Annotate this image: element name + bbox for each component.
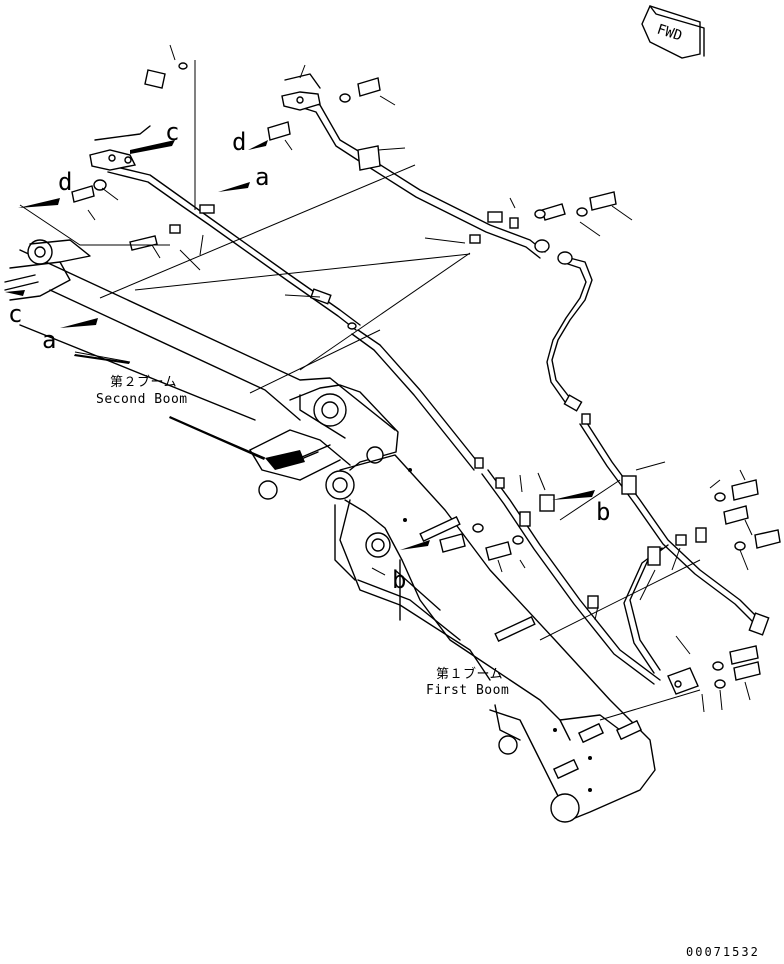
first-boom-label-jp: 第１ブーム <box>436 666 503 682</box>
fwd-label: FWD <box>655 22 684 45</box>
callout-c-left: c <box>8 300 22 328</box>
center-pipe <box>351 329 661 685</box>
right-lower-pipe <box>579 413 781 695</box>
first-boom <box>249 429 656 823</box>
first-boom-clamps <box>419 515 643 780</box>
callout-b-right: b <box>596 498 610 526</box>
fwd-marker: FWD <box>641 5 705 59</box>
first-boom-label-en: First Boom <box>426 683 509 698</box>
second-boom-label-en: Second Boom <box>96 392 188 407</box>
second-boom-leader-bar <box>74 354 130 364</box>
callout-arrows <box>5 140 595 550</box>
callout-d-left: d <box>58 168 72 196</box>
right-pipe-line <box>267 73 617 259</box>
callout-d-upper: d <box>232 128 246 156</box>
document-number: 00071532 <box>686 945 760 959</box>
second-boom-label-jp: 第２ブーム <box>110 374 177 390</box>
callout-a-upper: a <box>255 163 269 191</box>
flexible-hose <box>546 251 593 412</box>
first-boom-leader-bar <box>169 416 265 460</box>
callout-c-upper: c <box>165 118 179 146</box>
left-pipe-line <box>71 62 361 331</box>
callout-a-left: a <box>42 326 56 354</box>
second-boom <box>4 239 399 471</box>
callout-b-center: b <box>392 566 406 594</box>
